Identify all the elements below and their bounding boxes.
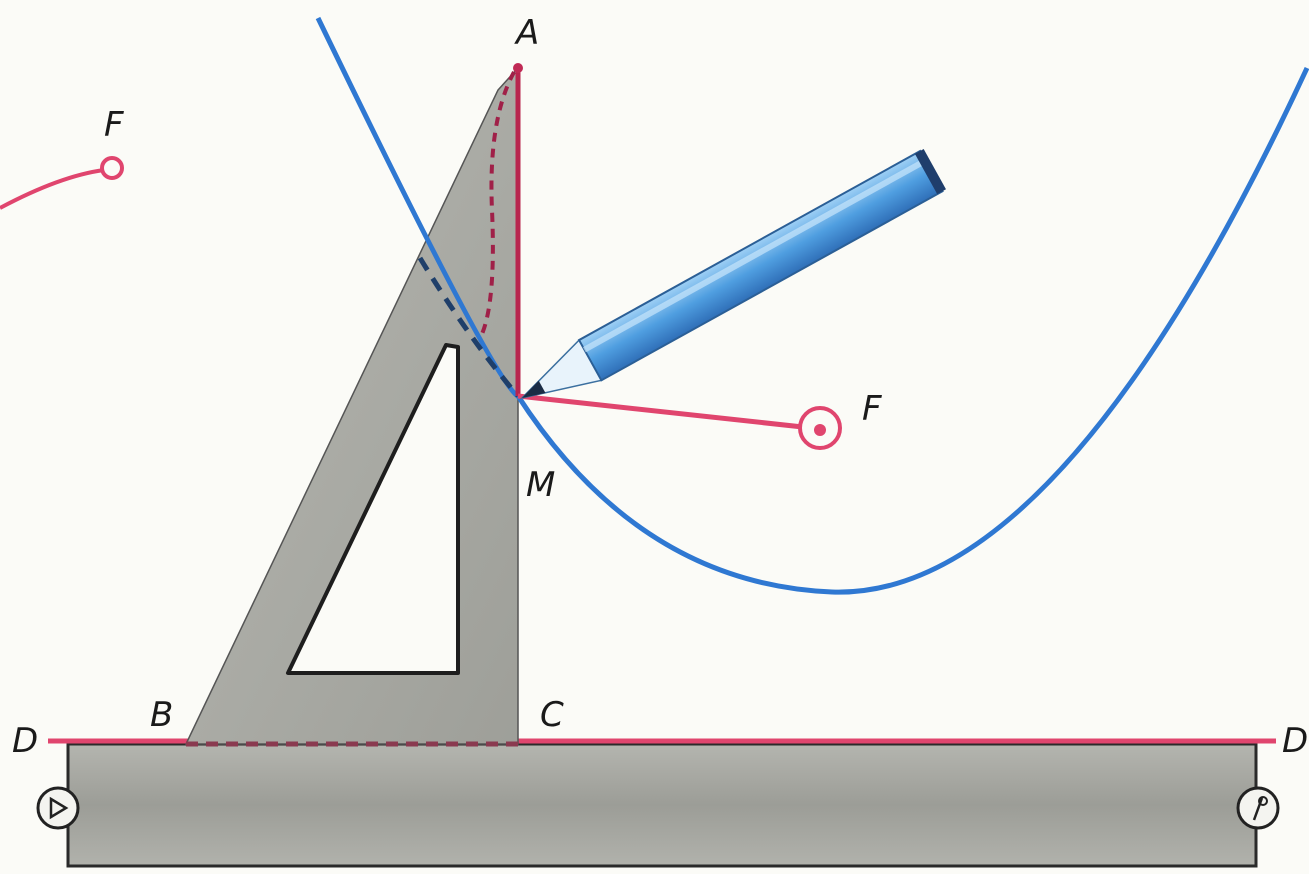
label-d-left: D — [12, 721, 38, 761]
ruler — [36, 742, 1280, 868]
string-hidden-loop — [480, 71, 516, 335]
label-f-left: F — [104, 105, 124, 145]
thumbtack-left-icon — [36, 786, 80, 830]
thumbtack-right-icon — [1236, 786, 1280, 830]
label-f-right: F — [862, 389, 882, 429]
parabola-hidden-segment — [417, 256, 520, 398]
label-a: A — [514, 13, 539, 53]
label-b: B — [150, 695, 173, 735]
label-m: M — [526, 465, 555, 505]
ruler-body — [66, 742, 1258, 868]
pencil-icon — [519, 149, 946, 400]
pin-a-icon — [513, 63, 523, 73]
focus-pin-left-icon — [100, 156, 124, 180]
label-d-right: D — [1282, 721, 1308, 761]
string-to-focus — [517, 393, 813, 431]
focus-pin-right-icon — [798, 406, 842, 450]
string-left — [0, 168, 105, 210]
set-square — [184, 66, 519, 747]
set-square-cutout — [286, 343, 460, 675]
parabola-curve — [315, 16, 1309, 595]
label-c: C — [540, 695, 564, 735]
